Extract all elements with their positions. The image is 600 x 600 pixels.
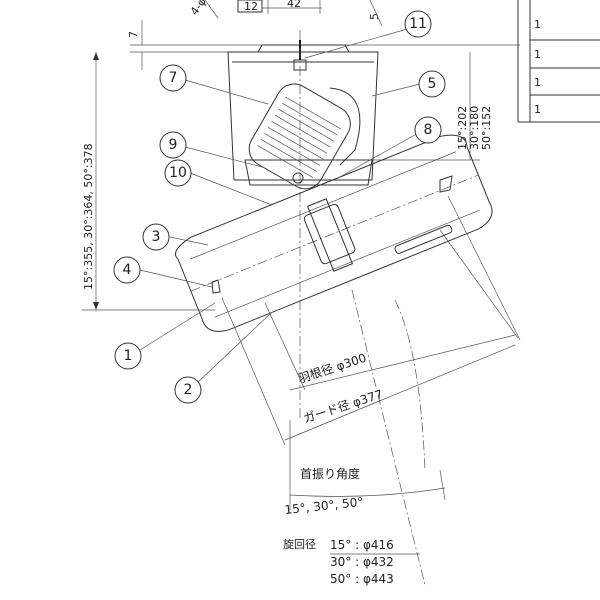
- callout-8-label: 8: [424, 122, 433, 138]
- callout-1: 1: [114, 342, 142, 370]
- mounting-box: [227, 30, 379, 420]
- callout-11-label: 11: [409, 16, 427, 32]
- callout-4-label: 4: [123, 262, 132, 278]
- callout-9: 9: [159, 131, 187, 159]
- table-cell-2: 1: [534, 48, 541, 61]
- swing-angle: 首振り角度 15°, 30°, 50°: [284, 289, 446, 586]
- callout-2: 2: [174, 376, 202, 404]
- callout-7-label: 7: [169, 70, 178, 86]
- callout-10-label: 10: [169, 165, 187, 181]
- callout-8: 8: [414, 116, 442, 144]
- dim-7: 7: [127, 31, 140, 38]
- guard-diameter-label: ガード径 φ377: [302, 387, 385, 426]
- callout-1-label: 1: [124, 348, 133, 364]
- callout-3: 3: [142, 223, 170, 251]
- hole-label: 4-φ: [188, 0, 209, 18]
- motor-bracket: [244, 159, 373, 186]
- guard-clip-left: [211, 279, 221, 294]
- rotation-row-30: 30° : φ432: [330, 555, 394, 569]
- callout-2-label: 2: [184, 382, 193, 398]
- callout-7: 7: [159, 64, 187, 92]
- swing-title: 首振り角度: [300, 466, 360, 481]
- height-dimension: 15°:355, 30°:364, 50°:378: [82, 52, 215, 311]
- callout-9-label: 9: [169, 137, 178, 153]
- callout-5: 5: [418, 70, 446, 98]
- motor-cable: [329, 87, 361, 166]
- box-12: [237, 0, 263, 13]
- motor: [248, 83, 351, 190]
- blade-diameter-label: 羽根径 φ300: [297, 351, 369, 386]
- rotation-label: 旋回径: [283, 537, 316, 551]
- dim-5: 5: [368, 13, 381, 20]
- fan-guard: [174, 134, 493, 332]
- callout-4: 4: [113, 256, 141, 284]
- callout-5-label: 5: [428, 76, 437, 92]
- table-cell-3: 1: [534, 76, 541, 89]
- callout-10: 10: [164, 159, 192, 187]
- callout-leaders: [139, 25, 421, 386]
- callout-11: 11: [404, 10, 432, 38]
- swing-angles: 15°, 30°, 50°: [284, 495, 364, 517]
- callout-3-label: 3: [152, 229, 161, 245]
- top-dimension-group: 4-φ 12 42 5: [188, 0, 383, 27]
- height-dim-label: 15°:355, 30°:364, 50°:378: [82, 143, 95, 290]
- dim-42: 42: [287, 0, 301, 10]
- rotation-row-15: 15° : φ416: [330, 538, 394, 552]
- right-dimension: 15°:202 30°:180 50°:152: [365, 52, 493, 161]
- diameter-dimensions: 羽根径 φ300 ガード径 φ377: [221, 195, 521, 446]
- guard-clip-right: [439, 175, 453, 193]
- right-dim-l3: 50°:152: [480, 106, 493, 150]
- rotation-row-50: 50° : φ443: [330, 572, 394, 586]
- table-cell-4: 1: [534, 103, 541, 116]
- rotation-diameter: 旋回径 15° : φ416 30° : φ432 50° : φ443: [283, 537, 420, 586]
- right-dim-l1: 15°:202: [456, 106, 469, 150]
- right-dim-l2: 30°:180: [468, 106, 481, 150]
- parts-table-fragment: 1 1 1 1: [517, 0, 600, 123]
- table-cell-1: 1: [534, 18, 541, 31]
- pivot-bolt: [292, 172, 304, 184]
- dim-12: 12: [244, 0, 258, 13]
